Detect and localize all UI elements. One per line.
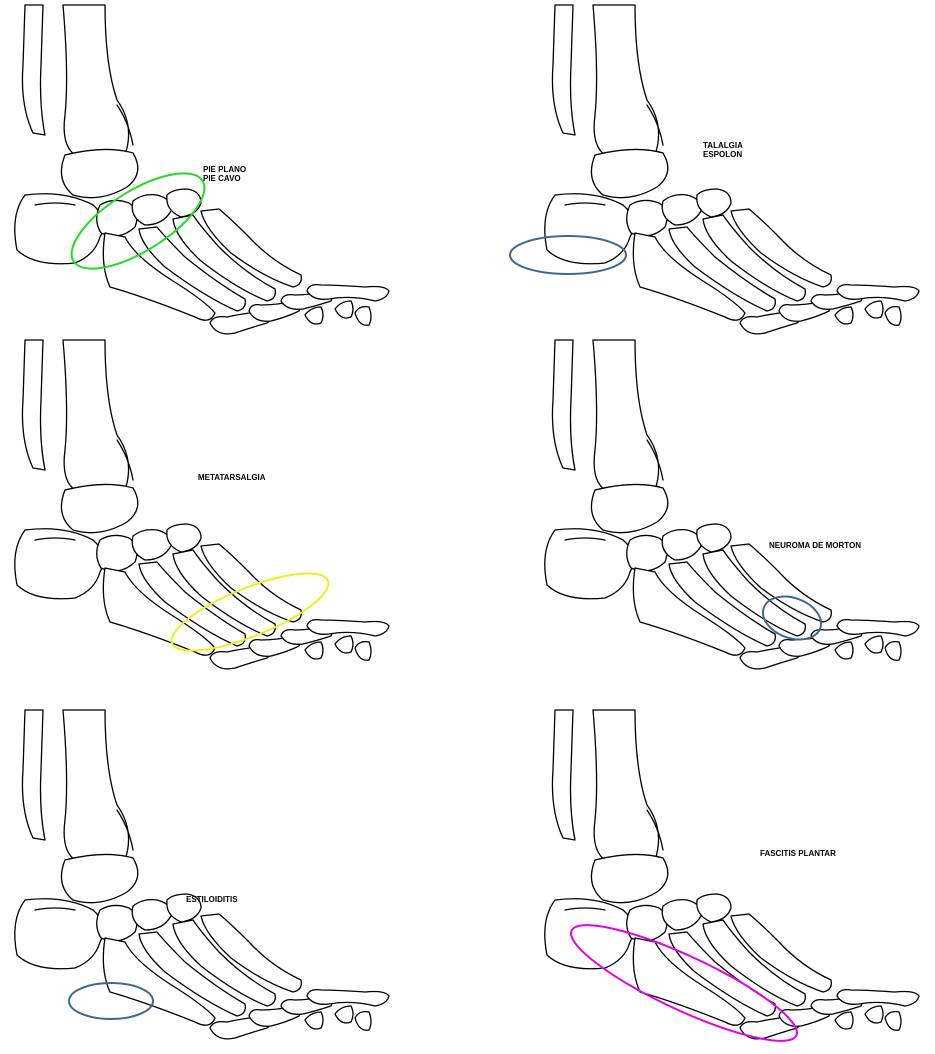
label-line-2: PIE CAVO [203, 174, 241, 183]
label-line-1: NEUROMA DE MORTON [769, 541, 861, 550]
foot-skeleton-diagram: ESTILOIDITIS [5, 710, 405, 1050]
panel-pie-plano: PIE PLANO PIE CAVO [5, 5, 405, 340]
panel-estiloiditis: ESTILOIDITIS [5, 710, 405, 1050]
panel-metatarsalgia: METATARSALGIA [5, 340, 405, 675]
panel-neuroma: NEUROMA DE MORTON [535, 340, 935, 675]
foot-skeleton-diagram: PIE PLANO PIE CAVO [5, 5, 405, 340]
label-line-1: PIE PLANO [203, 165, 246, 174]
foot-skeleton-diagram: TALALGIA ESPOLON [535, 5, 935, 340]
label-line-1: METATARSALGIA [198, 473, 266, 482]
label-line-1: FASCITIS PLANTAR [760, 849, 836, 858]
label-line-1: ESTILOIDITIS [186, 895, 238, 904]
foot-skeleton-diagram: NEUROMA DE MORTON [535, 340, 935, 675]
label-line-1: TALALGIA [703, 141, 743, 150]
foot-skeleton-diagram: FASCITIS PLANTAR [535, 710, 935, 1050]
label-line-2: ESPOLON [703, 150, 742, 159]
foot-skeleton-diagram: METATARSALGIA [5, 340, 405, 675]
panel-talalgia: TALALGIA ESPOLON [535, 5, 935, 340]
panel-fascitis: FASCITIS PLANTAR [535, 710, 935, 1050]
